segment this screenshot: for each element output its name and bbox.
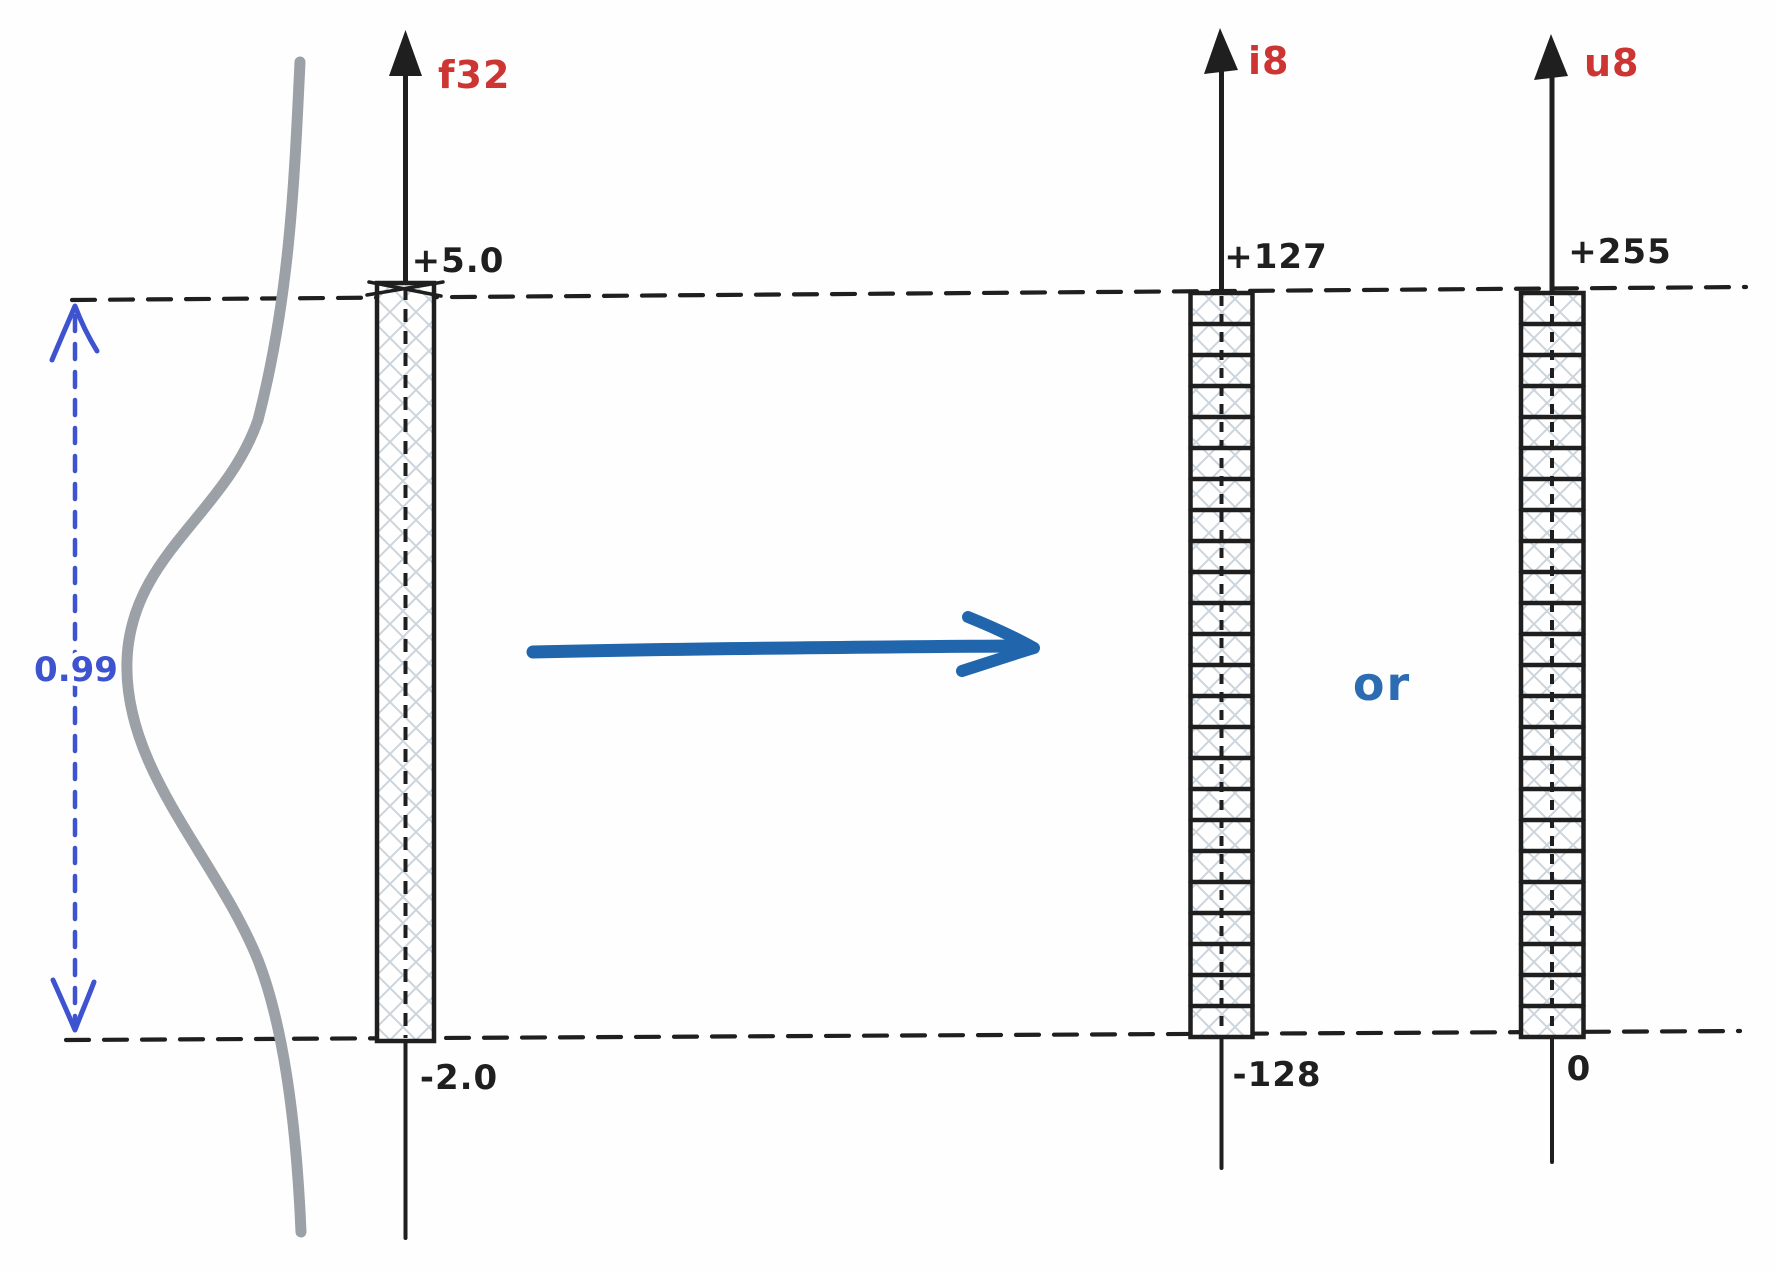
u8-axis-label: u8 — [1584, 41, 1640, 85]
distribution-curve — [121, 56, 307, 1238]
f32-axis-arrowhead — [389, 30, 422, 76]
u8-axis-arrowhead — [1534, 34, 1568, 80]
coverage-arrowhead-down — [50, 977, 97, 1033]
quantize-arrow — [526, 611, 1040, 677]
i8-min-label: -128 — [1232, 1055, 1321, 1095]
u8-quantization-levels — [1518, 321, 1586, 1009]
u8-max-label: +255 — [1568, 232, 1671, 272]
clip-range-top-dashed-line — [69, 284, 1749, 303]
f32-min-label: -2.0 — [420, 1058, 498, 1098]
coverage-label: 0.99 — [34, 650, 118, 690]
u8-axis — [1534, 34, 1568, 1164]
i8-axis-arrowhead — [1204, 28, 1238, 74]
f32-value-bar — [365, 280, 445, 1044]
i8-quantization-levels — [1188, 321, 1255, 1009]
u8-min-label: 0 — [1567, 1049, 1592, 1089]
clip-range-bottom-dashed-line — [63, 1028, 1743, 1043]
f32-max-label: +5.0 — [412, 241, 505, 281]
i8-quantized-bar — [1188, 290, 1255, 1040]
coverage-arrowhead-up — [49, 303, 100, 363]
i8-axis — [1204, 28, 1238, 1170]
f32-axis-label: f32 — [438, 53, 510, 97]
f32-axis — [389, 30, 422, 1240]
quantize-arrowhead — [956, 611, 1040, 677]
coverage-range-arrow — [49, 303, 100, 1033]
i8-axis-label: i8 — [1248, 39, 1289, 83]
u8-quantized-bar — [1518, 290, 1586, 1040]
or-label: or — [1353, 657, 1411, 711]
i8-max-label: +127 — [1224, 237, 1327, 277]
